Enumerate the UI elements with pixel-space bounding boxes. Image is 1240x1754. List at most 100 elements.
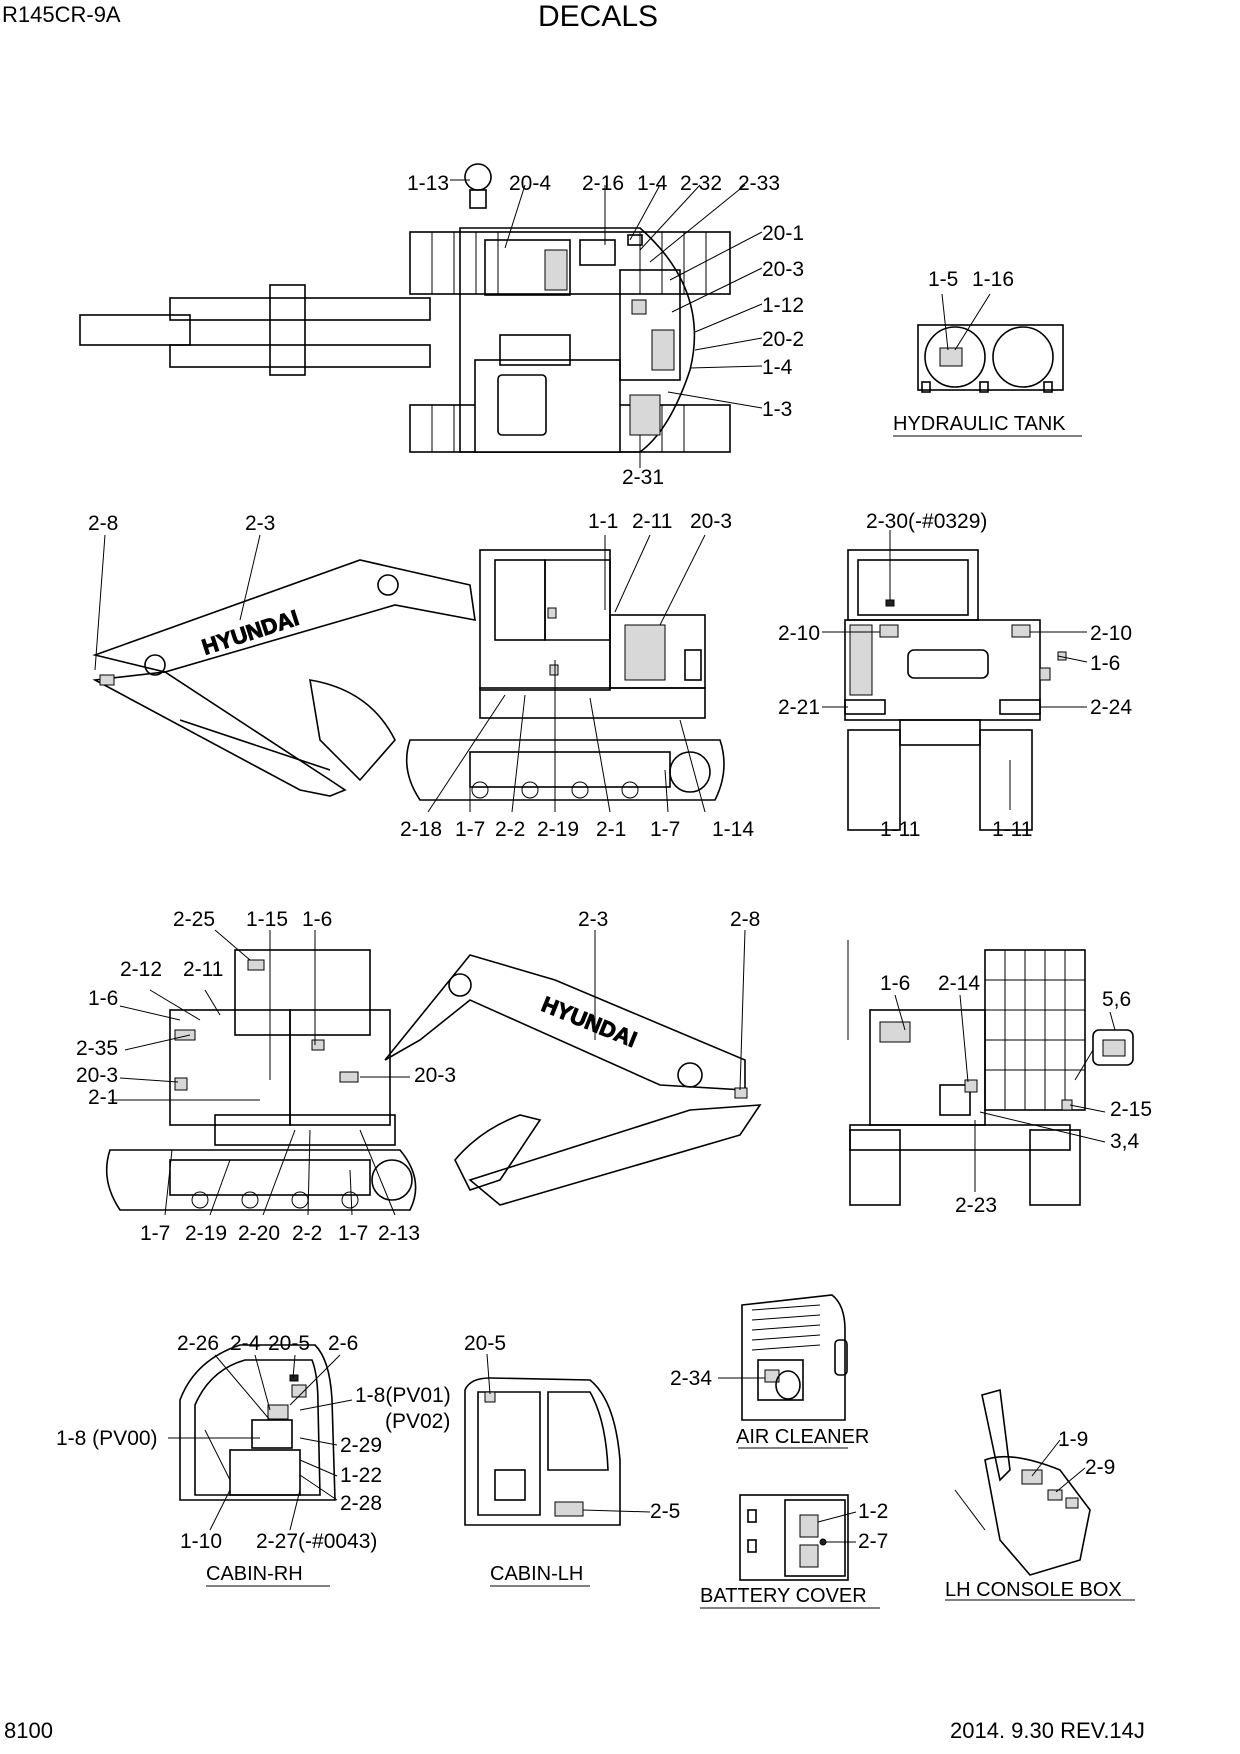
part-number-label: 2-11: [183, 958, 223, 981]
part-number-label: 1-1: [588, 510, 618, 533]
part-number-label: 2-33: [738, 172, 780, 195]
lh-console-box-drawing: [945, 1388, 1135, 1601]
rear-view-labels: 2-30(-#0329) 2-10 2-10 1-6 2-21 2-24 1-1…: [778, 510, 1132, 841]
model-name: R145CR-9A: [2, 2, 121, 27]
part-number-label: 1-8 (PV00): [56, 1427, 158, 1450]
part-number-label: 2-31: [622, 466, 664, 489]
part-number-label: 2-23: [955, 1194, 997, 1217]
part-number-label: 1-6: [1090, 652, 1120, 675]
part-number-label: 1-13: [407, 172, 449, 195]
part-number-label: 2-13: [378, 1222, 420, 1245]
part-number-label: 2-3: [578, 908, 608, 931]
part-number-label: 20-1: [762, 222, 804, 245]
front-view-leaders: [894, 994, 1116, 1192]
part-number-label: 1-10: [180, 1530, 222, 1553]
part-number-label: 2-29: [340, 1434, 382, 1457]
part-number-label: 20-3: [762, 258, 804, 281]
part-number-label: 2-28: [340, 1492, 382, 1515]
cabin-lh-leaders: [486, 1353, 651, 1513]
part-number-label: 1-7: [338, 1222, 368, 1245]
part-number-label: 2-25: [173, 908, 215, 931]
part-number-label: 2-1: [88, 1086, 118, 1109]
cabin-lh-label-1: 20-5: [464, 1332, 506, 1355]
part-number-label: 2-21: [778, 696, 820, 719]
part-number-label: 2-8: [730, 908, 760, 931]
air-cleaner-caption: AIR CLEANER: [736, 1426, 869, 1448]
hydraulic-tank-label-1: 1-5: [928, 268, 958, 291]
part-number-label: 2-4: [230, 1332, 261, 1355]
part-number-label: 1-3: [762, 398, 792, 421]
front-view-labels: 1-6 2-14 5,6 2-15 3,4 2-23: [880, 972, 1152, 1217]
cabin-rh-labels: 2-26 2-4 20-5 2-6 1-8(PV01) (PV02) 1-8 (…: [56, 1332, 451, 1553]
part-number-label: 1-7: [455, 818, 485, 841]
part-number-label: 1-8(PV01): [355, 1384, 451, 1407]
part-number-label: 2-10: [778, 622, 820, 645]
part-number-label: 2-8: [88, 512, 118, 535]
part-number-label: 1-12: [762, 294, 804, 317]
air-cleaner-drawing: [738, 1294, 848, 1449]
part-number-label: 2-19: [537, 818, 579, 841]
lh-console-box-label-2: 2-9: [1085, 1456, 1115, 1479]
battery-cover-label-2: 2-7: [858, 1530, 888, 1553]
part-number-label: 2-24: [1090, 696, 1132, 719]
part-number-label: 2-2: [292, 1222, 322, 1245]
part-number-label: 1-14: [712, 818, 754, 841]
part-number-label: 1-4: [637, 172, 668, 195]
part-number-label: 2-3: [245, 512, 275, 535]
part-number-label: 20-4: [509, 172, 551, 195]
battery-cover-drawing: [700, 1494, 880, 1609]
cabin-rh-drawing: [179, 1344, 336, 1587]
part-number-label: 20-2: [762, 328, 804, 351]
part-number-label: 1-7: [650, 818, 680, 841]
battery-cover-caption: BATTERY COVER: [700, 1585, 867, 1607]
page-title: DECALS: [538, 0, 658, 33]
part-number-label: 2-18: [400, 818, 442, 841]
page-number: 8100: [4, 1718, 53, 1743]
part-number-label: 1-7: [140, 1222, 170, 1245]
part-number-label: 1-22: [340, 1464, 382, 1487]
part-number-label: 2-16: [582, 172, 624, 195]
part-number-label: (PV02): [385, 1410, 450, 1433]
rear-view-leaders: [822, 530, 1088, 810]
side-left-drawing: HYUNDAI: [92, 549, 725, 801]
part-number-label: 2-27(-#0043): [256, 1530, 377, 1553]
top-view-leaders: [450, 179, 763, 468]
part-number-label: 2-19: [185, 1222, 227, 1245]
part-number-label: 5,6: [1102, 988, 1131, 1011]
part-number-label: 3,4: [1110, 1130, 1140, 1153]
side-left-labels: 2-8 2-3 1-1 2-11 20-3 2-18 1-7 2-2 2-19 …: [88, 510, 754, 841]
part-number-label: 20-5: [268, 1332, 310, 1355]
cabin-lh-caption: CABIN-LH: [490, 1563, 583, 1585]
side-right-labels: 2-25 1-15 1-6 2-3 2-8 2-12 2-11 1-6 2-35…: [76, 908, 760, 1245]
hydraulic-tank-label-2: 1-16: [972, 268, 1014, 291]
part-number-label: 2-20: [238, 1222, 280, 1245]
part-number-label: 2-26: [177, 1332, 219, 1355]
cabin-lh-drawing: [464, 1377, 621, 1587]
part-number-label: 1-6: [88, 987, 118, 1010]
part-number-label: 1-6: [880, 972, 910, 995]
part-number-label: 2-12: [120, 958, 162, 981]
part-number-label: 2-11: [632, 510, 672, 533]
part-number-label: 2-14: [938, 972, 980, 995]
part-number-label: 2-1: [596, 818, 626, 841]
part-number-label: 2-30(-#0329): [866, 510, 987, 533]
hydraulic-tank-caption: HYDRAULIC TANK: [893, 413, 1066, 435]
part-number-label: 20-3: [690, 510, 732, 533]
hydraulic-tank-drawing: [893, 293, 1082, 437]
part-number-label: 1-11: [992, 818, 1032, 841]
side-right-boom-text: HYUNDAI: [538, 991, 640, 1052]
part-number-label: 1-15: [246, 908, 288, 931]
part-number-label: 1-6: [302, 908, 332, 931]
cabin-lh-label-2: 2-5: [650, 1500, 680, 1523]
air-cleaner-label-1: 2-34: [670, 1367, 712, 1390]
cabin-rh-leaders: [168, 1354, 353, 1531]
rear-view-drawing: [844, 549, 1067, 831]
part-number-label: 1-4: [762, 356, 793, 379]
part-number-label: 2-15: [1110, 1098, 1152, 1121]
part-number-label: 1-11: [880, 818, 920, 841]
part-number-label: 2-35: [76, 1037, 118, 1060]
part-number-label: 2-2: [495, 818, 525, 841]
side-left-leaders: [94, 534, 706, 813]
part-number-label: 2-10: [1090, 622, 1132, 645]
